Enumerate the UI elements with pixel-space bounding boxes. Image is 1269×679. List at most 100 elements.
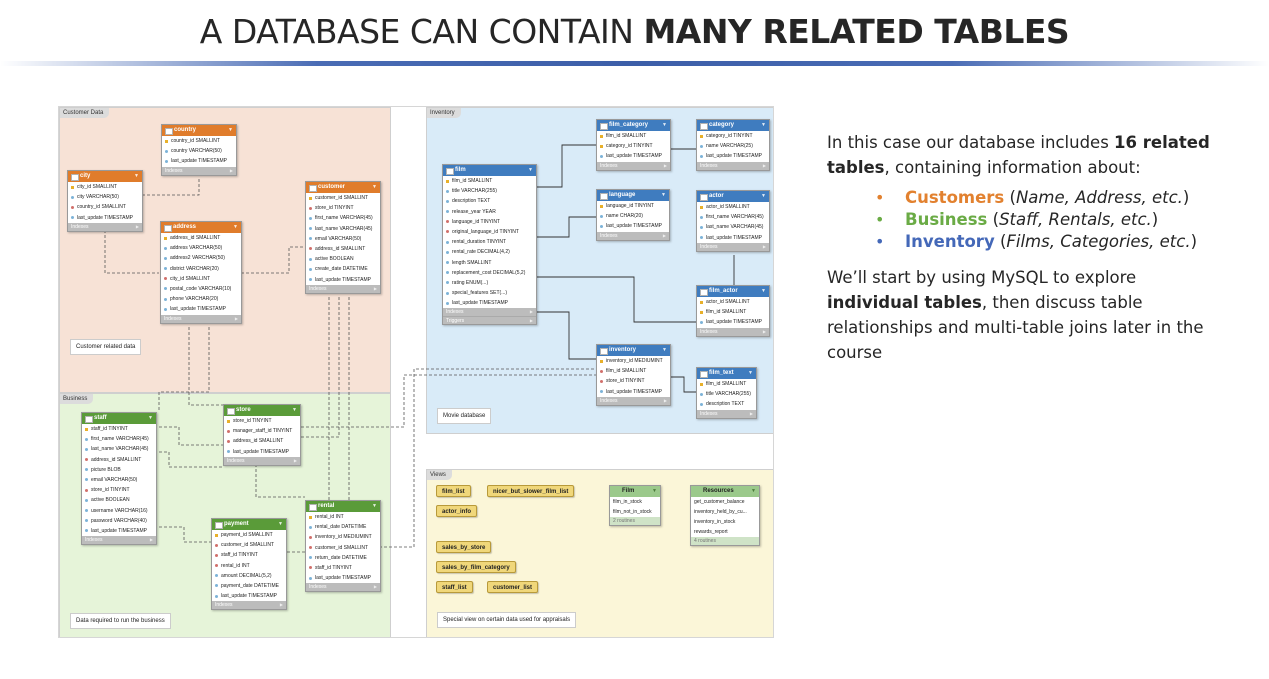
table-rental-column: staff_id TINYINT	[306, 563, 380, 573]
table-inventory-column: store_id TINYINT	[597, 376, 670, 386]
table-actor[interactable]: actor actor_id SMALLINT first_name VARCH…	[696, 190, 770, 252]
routine-item[interactable]: inventory_held_by_cu...	[694, 509, 747, 515]
view-actor-info[interactable]: actor_info	[436, 505, 478, 517]
table-address-indexes[interactable]: Indexes	[161, 314, 241, 323]
table-payment-column: customer_id SMALLINT	[212, 540, 286, 550]
table-store-indexes[interactable]: Indexes	[224, 456, 300, 465]
topic-key: Business	[905, 210, 988, 229]
table-rental[interactable]: rental rental_id INT rental_date DATETIM…	[305, 500, 381, 593]
region-tab-views: Views	[427, 470, 452, 480]
table-category[interactable]: category category_id TINYINT name VARCHA…	[696, 119, 770, 171]
table-actor-column: actor_id SMALLINT	[697, 202, 769, 212]
region-note-business: Data required to run the business	[70, 613, 171, 629]
table-payment-column: payment_id SMALLINT	[212, 530, 286, 540]
table-film-actor-column: actor_id SMALLINT	[697, 297, 769, 307]
table-language-column: last_update TIMESTAMP	[597, 221, 669, 231]
view-film-list[interactable]: film_list	[436, 485, 471, 497]
table-inventory-title: inventory	[597, 345, 670, 356]
table-staff-column: staff_id TINYINT	[82, 424, 156, 434]
table-film-triggers[interactable]: Triggers	[443, 316, 536, 325]
routine-item[interactable]: film_not_in_stock	[613, 509, 652, 515]
region-tab-inventory: Inventory	[427, 108, 461, 118]
table-actor-column: last_update TIMESTAMP	[697, 233, 769, 243]
table-film-text-indexes[interactable]: Indexes	[697, 409, 756, 418]
table-film-category-column: last_update TIMESTAMP	[597, 151, 670, 161]
routine-item[interactable]: inventory_in_stock	[694, 519, 736, 525]
table-customer-indexes[interactable]: Indexes	[306, 284, 380, 293]
table-address-title: address	[161, 222, 241, 233]
table-address-column: city_id SMALLINT	[161, 274, 241, 284]
description-panel: In this case our database includes 16 re…	[827, 130, 1227, 365]
table-inventory-indexes[interactable]: Indexes	[597, 396, 670, 405]
table-film-actor-indexes[interactable]: Indexes	[697, 327, 769, 336]
table-language-indexes[interactable]: Indexes	[597, 231, 669, 240]
title-normal: A DATABASE CAN CONTAIN	[199, 12, 644, 51]
topic-key: Inventory	[905, 232, 995, 251]
view-sales-by-film-category[interactable]: sales_by_film_category	[436, 561, 516, 573]
table-actor-indexes[interactable]: Indexes	[697, 242, 769, 251]
table-film[interactable]: film film_id SMALLINT title VARCHAR(255)…	[442, 164, 537, 326]
table-staff-title: staff	[82, 413, 156, 424]
table-rental-indexes[interactable]: Indexes	[306, 583, 380, 592]
routine-group-resources[interactable]: Resources get_customer_balance inventory…	[690, 485, 760, 546]
table-staff[interactable]: staff staff_id TINYINT first_name VARCHA…	[81, 412, 157, 546]
table-store[interactable]: store store_id TINYINT manager_staff_id …	[223, 404, 301, 466]
table-film-column: rental_duration TINYINT	[443, 237, 536, 247]
table-film-category-title: film_category	[597, 120, 670, 131]
table-film-category[interactable]: film_category film_id SMALLINT category_…	[596, 119, 671, 171]
table-city[interactable]: city city_id SMALLINT city VARCHAR(50) c…	[67, 170, 143, 232]
table-customer[interactable]: customer customer_id SMALLINT store_id T…	[305, 181, 381, 294]
table-city-column: country_id SMALLINT	[68, 202, 142, 212]
routine-item[interactable]: get_customer_balance	[694, 499, 745, 505]
view-customer-list[interactable]: customer_list	[487, 581, 539, 593]
intro-paragraph: In this case our database includes 16 re…	[827, 130, 1227, 180]
table-city-indexes[interactable]: Indexes	[68, 222, 142, 231]
table-city-column: last_update TIMESTAMP	[68, 213, 142, 223]
table-payment-column: staff_id TINYINT	[212, 550, 286, 560]
view-staff-list[interactable]: staff_list	[436, 581, 473, 593]
table-address[interactable]: address address_id SMALLINT address VARC…	[160, 221, 242, 324]
plan-bold: individual tables	[827, 293, 982, 312]
table-film-text[interactable]: film_text film_id SMALLINT title VARCHAR…	[696, 367, 757, 419]
table-staff-indexes[interactable]: Indexes	[82, 536, 156, 545]
topic-detail: Staff, Rentals, etc.	[999, 210, 1152, 229]
table-inventory-column: last_update TIMESTAMP	[597, 387, 670, 397]
routine-item[interactable]: film_in_stock	[613, 499, 642, 505]
table-customer-column: active BOOLEAN	[306, 254, 380, 264]
title-underline	[0, 61, 1269, 66]
table-category-column: name VARCHAR(25)	[697, 141, 769, 151]
table-film-actor[interactable]: film_actor actor_id SMALLINT film_id SMA…	[696, 285, 770, 337]
table-country-title: country	[162, 125, 236, 136]
table-payment[interactable]: payment payment_id SMALLINT customer_id …	[211, 518, 287, 611]
table-staff-column: address_id SMALLINT	[82, 455, 156, 465]
table-actor-column: first_name VARCHAR(45)	[697, 212, 769, 222]
table-country-indexes[interactable]: Indexes	[162, 166, 236, 175]
intro-text-2: , containing information about:	[884, 158, 1141, 177]
view-nicer-but-slower-film-list[interactable]: nicer_but_slower_film_list	[487, 485, 575, 497]
plan-text-1: We’ll start by using MySQL to explore	[827, 268, 1137, 287]
table-payment-column: payment_date DATETIME	[212, 581, 286, 591]
table-film-column: rental_rate DECIMAL(4,2)	[443, 247, 536, 257]
table-film-column: rating ENUM(...)	[443, 278, 536, 288]
view-sales-by-store[interactable]: sales_by_store	[436, 541, 492, 553]
routine-item[interactable]: rewards_report	[694, 529, 728, 535]
table-film-indexes[interactable]: Indexes	[443, 308, 536, 317]
table-language[interactable]: language language_id TINYINT name CHAR(2…	[596, 189, 670, 241]
table-customer-column: customer_id SMALLINT	[306, 193, 380, 203]
table-staff-column: active BOOLEAN	[82, 495, 156, 505]
table-film-category-indexes[interactable]: Indexes	[597, 161, 670, 170]
table-customer-column: last_update TIMESTAMP	[306, 275, 380, 285]
table-payment-indexes[interactable]: Indexes	[212, 601, 286, 610]
routine-group-film[interactable]: Film film_in_stock film_not_in_stock 2 r…	[609, 485, 661, 526]
table-language-column: language_id TINYINT	[597, 201, 669, 211]
table-inventory[interactable]: inventory inventory_id MEDIUMINT film_id…	[596, 344, 671, 406]
table-store-column: last_update TIMESTAMP	[224, 447, 300, 457]
routine-group-resources-title: Resources	[691, 486, 759, 497]
table-store-title: store	[224, 405, 300, 416]
table-country[interactable]: country country_id SMALLINT country VARC…	[161, 124, 237, 176]
table-actor-title: actor	[697, 191, 769, 202]
table-film-column: language_id TINYINT	[443, 217, 536, 227]
table-category-indexes[interactable]: Indexes	[697, 161, 769, 170]
table-film-text-title: film_text	[697, 368, 756, 379]
table-store-column: store_id TINYINT	[224, 416, 300, 426]
